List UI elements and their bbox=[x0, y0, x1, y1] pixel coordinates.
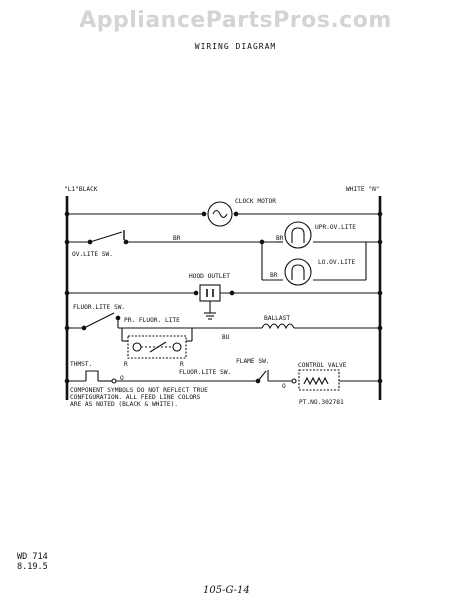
handwritten-note: 105-G-14 bbox=[203, 585, 250, 596]
clock-motor-coil bbox=[212, 209, 228, 219]
fluor-lite-switch-blade bbox=[83, 312, 115, 329]
lower-oven-lite-filament bbox=[291, 264, 305, 280]
upper-oven-lite-label: UPR.OV.LITE bbox=[315, 224, 356, 231]
clock-motor-symbol bbox=[207, 201, 233, 227]
hood-outlet-label: HOOD OUTLET bbox=[189, 273, 230, 280]
watermark: AppliancePartsPros.com bbox=[79, 8, 392, 33]
ballast-coil bbox=[261, 323, 295, 330]
rung-terminals bbox=[64, 211, 383, 384]
wire-label-bu: BU bbox=[222, 334, 230, 341]
control-valve-symbol bbox=[298, 369, 340, 391]
footer-date: 8.19.5 bbox=[17, 562, 48, 572]
diagram-title: WIRING DIAGRAM bbox=[194, 42, 277, 51]
lower-oven-lite-label: LO.OV.LITE bbox=[318, 259, 356, 266]
part-number: PT.NO.302781 bbox=[299, 399, 344, 406]
oven-lite-switch-blade bbox=[89, 231, 123, 243]
hood-outlet-symbol bbox=[199, 284, 221, 302]
fluor-starter-block bbox=[127, 335, 187, 359]
wire-label-br-3: BR bbox=[270, 272, 278, 279]
thermostat-label: THMST. bbox=[70, 361, 92, 368]
wire-label-br-2: BR bbox=[276, 235, 284, 242]
control-valve-label: CONTROL VALVE bbox=[298, 362, 347, 369]
wire-label-o-2: O bbox=[282, 383, 286, 390]
fluor-lite-switch-2-label: FLUOR.LITE SW. bbox=[179, 369, 231, 376]
oven-lite-switch-label: OV.LITE SW. bbox=[72, 251, 113, 258]
clock-motor-label: CLOCK MOTOR bbox=[235, 198, 276, 205]
note-line-1: COMPONENT SYMBOLS DO NOT REFLECT TRUE bbox=[70, 387, 208, 394]
wire-label-r-2: R bbox=[180, 361, 184, 368]
ballast-label: BALLAST bbox=[264, 315, 290, 322]
wire-label-br-1: BR bbox=[173, 235, 181, 242]
upper-oven-lite-symbol bbox=[284, 221, 312, 249]
upper-oven-lite-filament bbox=[291, 227, 305, 243]
rail-l1-label: "L1"BLACK bbox=[64, 186, 98, 193]
fluor-lite-switch-label: FLUOR.LITE SW. bbox=[73, 304, 125, 311]
rail-n-label: WHITE "N" bbox=[346, 186, 380, 193]
note-line-2: CONFIGURATION. ALL FEED LINE COLORS bbox=[70, 394, 201, 401]
lower-oven-lite-symbol bbox=[284, 258, 312, 286]
flame-switch-label: FLAME SW. bbox=[236, 358, 270, 365]
note-line-3: ARE AS NOTED (BLACK & WHITE). bbox=[70, 401, 178, 408]
thermostat-symbol bbox=[85, 370, 99, 381]
pr-fluor-lite-label: PR. FLUOR. LITE bbox=[124, 317, 180, 324]
wire-label-r-1: R bbox=[124, 361, 128, 368]
footer-code: WD 714 bbox=[17, 552, 48, 562]
wire-label-o-1: O bbox=[120, 375, 124, 382]
